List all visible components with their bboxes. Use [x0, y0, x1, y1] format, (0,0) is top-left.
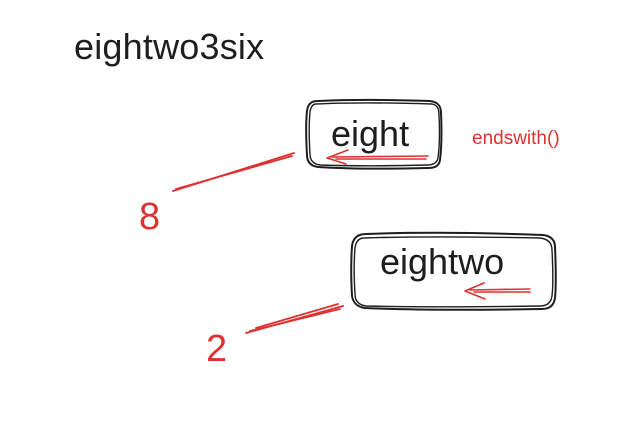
result-8-label: 8 — [139, 196, 161, 238]
endswith-annotation: endswith() — [472, 128, 560, 149]
eightwo-box-label: eightwo — [380, 241, 505, 282]
eight-box — [305, 98, 443, 170]
arrow-left-icon — [464, 282, 531, 300]
eight-box-label: eight — [331, 113, 410, 154]
input-string-title: eightwo3six — [74, 26, 265, 67]
arrow-left-icon — [326, 149, 429, 165]
result-2-label: 2 — [206, 328, 228, 370]
connector-eightwo-to-2 — [245, 303, 344, 334]
connector-eight-to-8 — [172, 152, 295, 192]
eightwo-box — [350, 231, 557, 311]
